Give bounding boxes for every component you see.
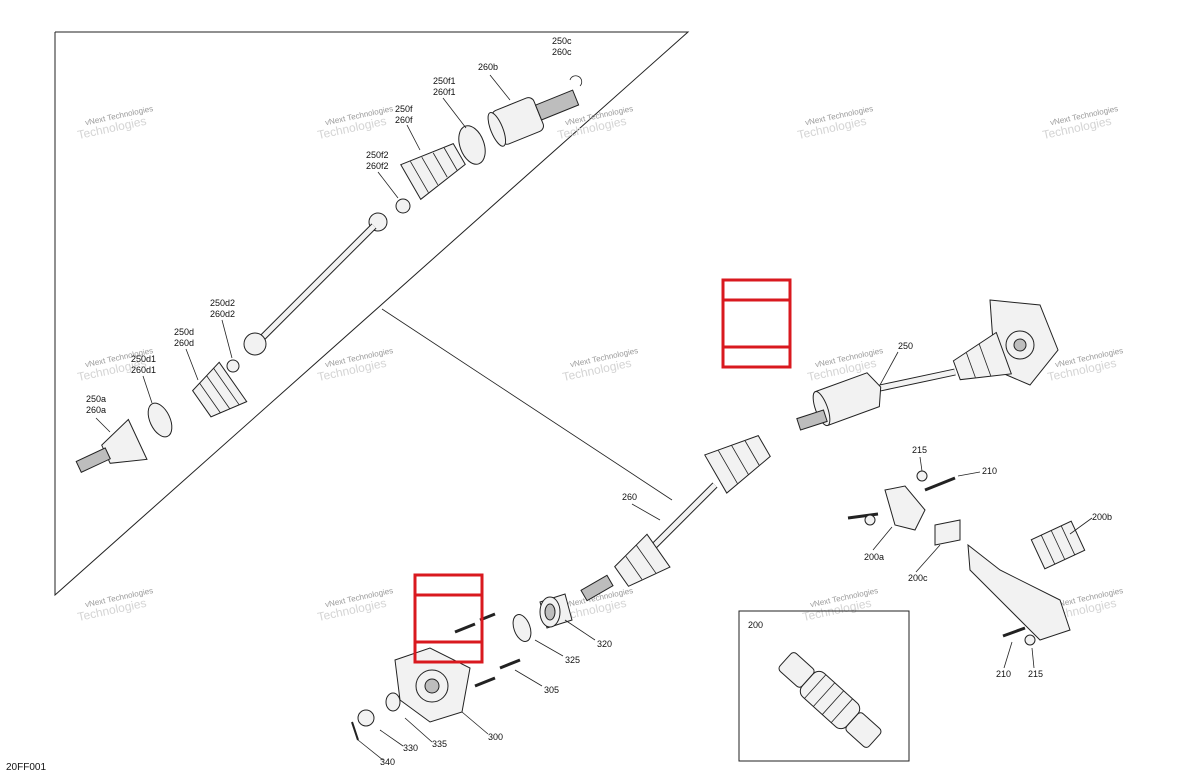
spline-stub (796, 409, 828, 431)
label-250d: 250d (174, 327, 194, 337)
bearing (539, 593, 573, 629)
label-260d1: 260d1 (131, 365, 156, 375)
label-320: 320 (597, 639, 612, 649)
left-spline (580, 574, 614, 602)
inner-clamp-large (147, 402, 173, 438)
yoke-200a (884, 485, 926, 531)
clamp-ring-small (395, 198, 411, 214)
leader-lines (95, 74, 1093, 761)
label-335: 335 (432, 739, 447, 749)
cross-200c (934, 519, 961, 546)
retaining-ring (512, 614, 532, 642)
highlight-box-upper (721, 278, 792, 369)
label-260f2: 260f2 (366, 161, 389, 171)
label-325: 325 (565, 655, 580, 665)
label-250d2: 250d2 (210, 298, 235, 308)
label-300: 300 (488, 732, 503, 742)
label-340: 340 (380, 757, 395, 767)
boot-inner (191, 361, 248, 418)
wheel-hub (394, 647, 471, 723)
boot-200b (1030, 520, 1086, 570)
circlip (569, 75, 583, 87)
label-250c: 250c (552, 36, 572, 46)
left-boot (614, 533, 671, 587)
boot-outer (400, 142, 466, 201)
label-260d: 260d (174, 338, 194, 348)
part-labels: 250c 260c 260b 250f1 260f1 250f 260f 250… (86, 36, 1112, 767)
exploded-shaft (75, 75, 583, 474)
highlight-box-lower (413, 573, 484, 664)
clamp-ring-large (458, 125, 486, 165)
label-260a: 260a (86, 405, 106, 415)
main-drive-shaft (580, 299, 1059, 602)
label-260f1: 260f1 (433, 87, 456, 97)
label-260c: 260c (552, 47, 572, 57)
label-260b: 260b (478, 62, 498, 72)
inner-housing (75, 418, 148, 474)
bolt-210 (924, 476, 956, 492)
detail-panel (54, 31, 690, 597)
label-200c: 200c (908, 573, 928, 583)
washer (385, 692, 401, 712)
label-250f1: 250f1 (433, 76, 456, 86)
shaft-assembly (967, 543, 1071, 641)
label-250f2: 250f2 (366, 150, 389, 160)
inset-label: 200 (748, 620, 763, 630)
label-305: 305 (544, 685, 559, 695)
label-215-bottom: 215 (1028, 669, 1043, 679)
label-215-top: 215 (912, 445, 927, 455)
inner-clamp-small (226, 359, 240, 373)
mid-boot (704, 434, 771, 494)
outer-cv-housing (487, 89, 580, 147)
hub-bolts (454, 612, 521, 688)
label-250f: 250f (395, 104, 413, 114)
label-260f: 260f (395, 115, 413, 125)
label-330: 330 (403, 743, 418, 753)
inset-200: 200 (738, 610, 910, 762)
cotter-pin (351, 721, 359, 741)
hub-nut (357, 709, 375, 727)
drawing-code: 20FF001 (6, 762, 47, 773)
label-200a: 200a (864, 552, 884, 562)
label-250d1: 250d1 (131, 354, 156, 364)
label-200b: 200b (1092, 512, 1112, 522)
label-250: 250 (898, 341, 913, 351)
nut-215 (916, 470, 928, 482)
label-260: 260 (622, 492, 637, 502)
inner-tripod (243, 332, 267, 356)
label-250a: 250a (86, 394, 106, 404)
right-boot (952, 331, 1013, 381)
label-210-top: 210 (982, 466, 997, 476)
label-260d2: 260d2 (210, 309, 235, 319)
label-210-bottom: 210 (996, 669, 1011, 679)
